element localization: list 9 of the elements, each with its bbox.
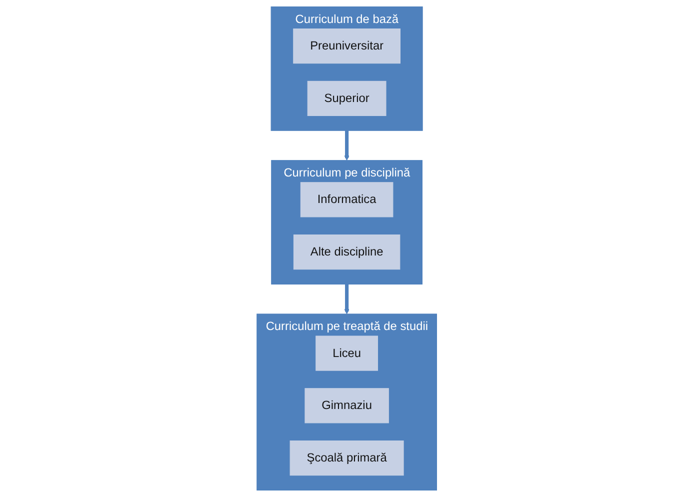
node-box: Alte discipline: [294, 234, 400, 270]
node-box: Şcoală primară: [290, 440, 404, 476]
node-box: Gimnaziu: [304, 388, 390, 424]
node-box: Informatica: [300, 182, 394, 218]
arrow: [344, 130, 350, 161]
arrow: [344, 284, 350, 314]
node-box: Liceu: [316, 336, 378, 371]
node-box: Superior: [308, 80, 386, 116]
node-box: Preuniversitar: [293, 28, 401, 64]
